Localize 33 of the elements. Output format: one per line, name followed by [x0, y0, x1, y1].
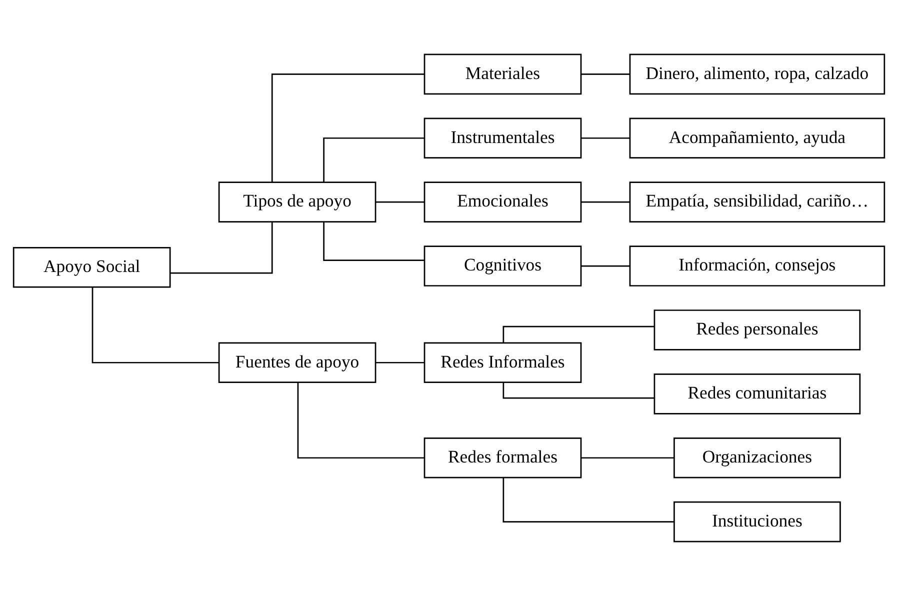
- node-box: Dinero, alimento, ropa, calzado: [629, 53, 886, 94]
- node-box: Redes Informales: [424, 342, 582, 383]
- node-box: Apoyo Social: [12, 246, 171, 288]
- node-box: Empatía, sensibilidad, cariño…: [629, 181, 886, 222]
- node-box: Cognitivos: [424, 245, 582, 286]
- connector: [376, 361, 424, 363]
- connector: [323, 136, 424, 182]
- node-box: Emocionales: [424, 181, 582, 222]
- connector: [581, 136, 630, 138]
- connector: [92, 286, 219, 363]
- connector: [581, 200, 630, 202]
- connector: [502, 325, 654, 342]
- connector: [581, 73, 630, 74]
- connector: [581, 264, 630, 266]
- connector: [502, 477, 674, 522]
- connector: [376, 200, 424, 202]
- node-box: Redes comunitarias: [654, 373, 861, 414]
- node-box: Redes personales: [654, 309, 861, 350]
- connector: [297, 382, 424, 458]
- connector: [581, 456, 674, 458]
- connector: [170, 221, 273, 274]
- node-box: Materiales: [424, 53, 582, 94]
- node-box: Redes formales: [424, 436, 582, 478]
- node-box: Instituciones: [674, 500, 841, 542]
- node-box: Instrumentales: [424, 117, 582, 158]
- connector: [271, 73, 424, 182]
- connector: [502, 382, 654, 398]
- node-box: Organizaciones: [674, 436, 841, 478]
- node-box: Información, consejos: [629, 245, 886, 286]
- node-box: Tipos de apoyo: [218, 181, 376, 222]
- connector: [323, 221, 424, 261]
- node-box: Acompañamiento, ayuda: [629, 117, 886, 158]
- node-box: Fuentes de apoyo: [218, 342, 376, 383]
